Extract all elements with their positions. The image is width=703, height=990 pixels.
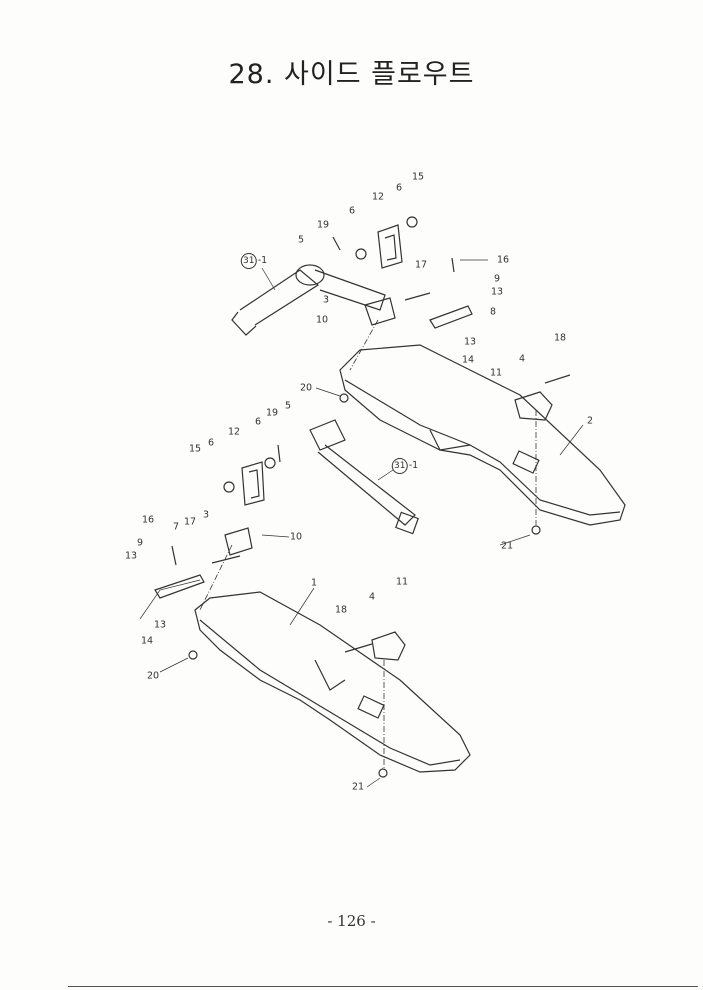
callout-3: 3: [202, 509, 210, 521]
callout-4: 4: [368, 591, 376, 603]
plate-12: [241, 224, 403, 506]
callout-10: 10: [289, 531, 303, 543]
callout-16: 16: [141, 514, 155, 526]
callout-5: 5: [284, 400, 292, 412]
callout-9: 9: [136, 537, 144, 549]
callout-19: 19: [265, 407, 279, 419]
callout-19: 19: [316, 219, 330, 231]
callout-14: 14: [461, 354, 475, 366]
callout-31-1: 31-1: [240, 253, 267, 269]
upper-side-float-body: [339, 344, 626, 526]
callout-11: 11: [489, 367, 503, 379]
lower-float-arm: [309, 419, 419, 535]
callout-17: 17: [183, 516, 197, 528]
callout-31-1: 31-1: [391, 458, 418, 474]
callout-12: 12: [371, 191, 385, 203]
callout-13: 13: [124, 550, 138, 562]
callout-3: 3: [322, 294, 330, 306]
lower-side-float-body: [194, 591, 471, 773]
page-number: - 126 -: [327, 912, 376, 930]
callout-12: 12: [227, 426, 241, 438]
center-lines: [199, 319, 537, 768]
callout-1: 1: [310, 577, 318, 589]
callout-6: 6: [254, 416, 262, 428]
callout-21: 21: [351, 781, 365, 793]
callout-17: 17: [414, 259, 428, 271]
callout-20: 20: [146, 670, 160, 682]
brackets: [154, 297, 553, 661]
callout-2: 2: [586, 415, 594, 427]
callout-8: 8: [489, 306, 497, 318]
callout-7: 7: [172, 521, 180, 533]
callout-11: 11: [395, 576, 409, 588]
callout-20: 20: [299, 382, 313, 394]
bottom-rule: [68, 986, 698, 987]
callout-6: 6: [207, 437, 215, 449]
callout-15: 15: [188, 443, 202, 455]
callout-9: 9: [493, 273, 501, 285]
leader-lines: [139, 259, 584, 788]
callout-5: 5: [297, 234, 305, 246]
upper-float-arm: [231, 264, 386, 336]
callout-18: 18: [553, 332, 567, 344]
callout-13: 13: [153, 619, 167, 631]
callout-21: 21: [500, 540, 514, 552]
callout-15: 15: [411, 171, 425, 183]
callout-10: 10: [315, 314, 329, 326]
callout-13: 13: [463, 336, 477, 348]
callout-18: 18: [334, 604, 348, 616]
callout-6: 6: [348, 205, 356, 217]
callout-6: 6: [395, 182, 403, 194]
page-title: 28. 사이드 플로우트: [228, 59, 475, 90]
callout-13: 13: [490, 286, 504, 298]
callout-16: 16: [496, 254, 510, 266]
callout-14: 14: [140, 635, 154, 647]
callout-4: 4: [518, 353, 526, 365]
bolts-and-washers: [171, 216, 571, 778]
